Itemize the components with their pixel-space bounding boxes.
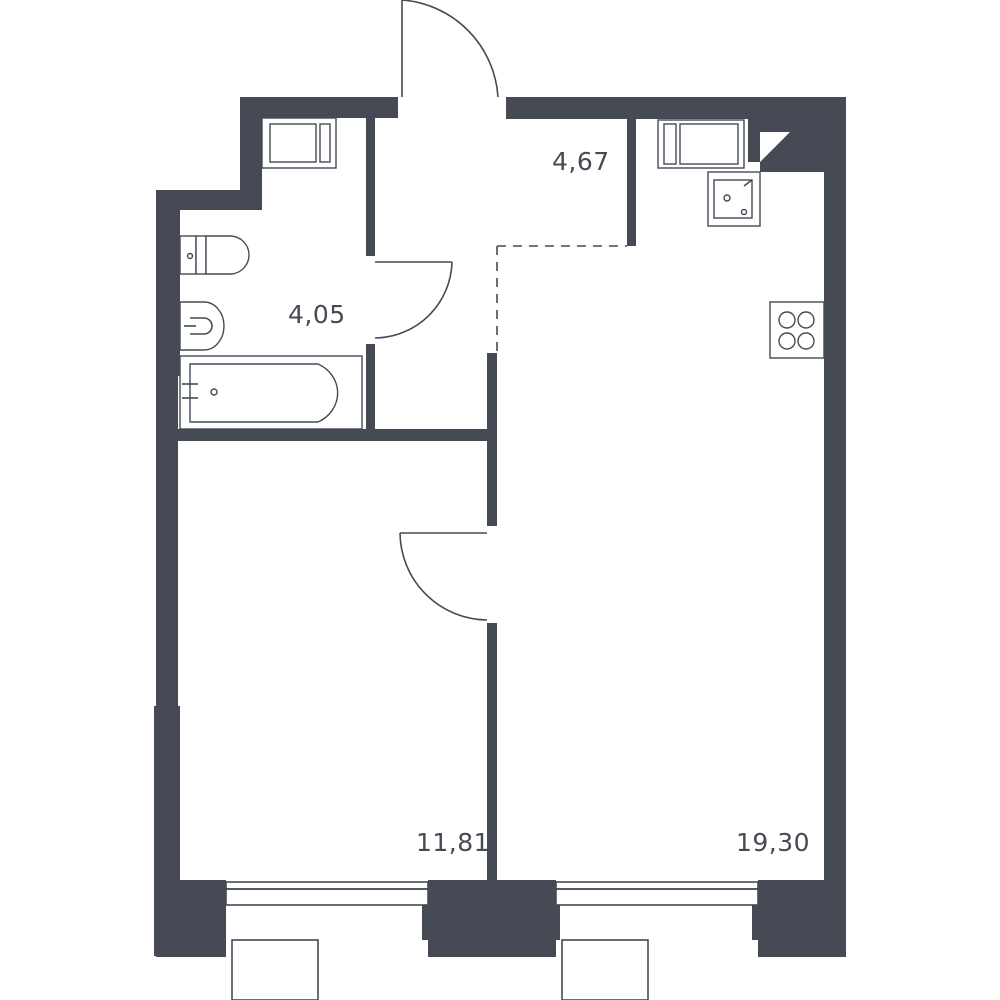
bathroom-area-label: 4,05 — [288, 300, 346, 329]
doors — [374, 0, 499, 621]
sink-bath — [179, 301, 225, 351]
bedroom-area-label: 11,81 — [416, 828, 491, 857]
washing-machine-kitchen — [657, 119, 745, 169]
walls — [154, 97, 846, 957]
bathtub — [179, 355, 363, 430]
toilet — [179, 235, 250, 275]
cooktop — [769, 301, 825, 359]
windows — [225, 881, 759, 1000]
washing-machine-bath — [261, 117, 337, 169]
zone-divider — [496, 245, 627, 353]
kitchen-living-area-label: 19,30 — [736, 828, 811, 857]
kitchen-sink — [707, 171, 761, 227]
hallway-area-label: 4,67 — [552, 147, 610, 176]
